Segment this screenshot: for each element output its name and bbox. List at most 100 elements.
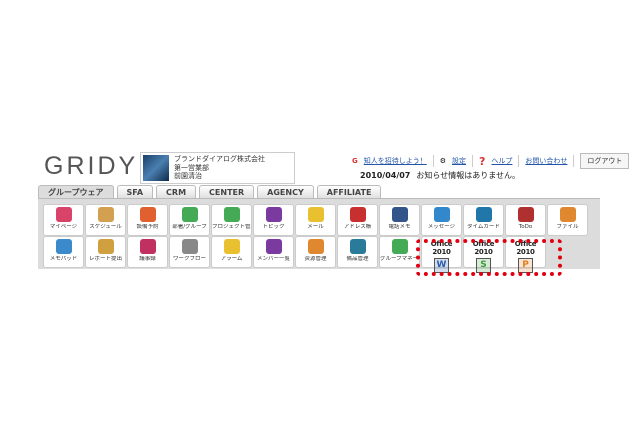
app-button[interactable]: トピック (253, 204, 294, 236)
settings-link[interactable]: 設定 (452, 157, 467, 165)
app-button[interactable]: 設備予約 (127, 204, 168, 236)
resource-icon (307, 239, 324, 254)
office-label: Office 2010 (472, 240, 495, 256)
group-icon (181, 207, 198, 222)
app-button[interactable]: アラーム (211, 236, 252, 268)
todo-icon (517, 207, 534, 222)
invite-link[interactable]: 知人を招待しよう！ (363, 157, 427, 165)
office-label: Office 2010 (430, 240, 453, 256)
app-label: タイムカード (467, 224, 500, 230)
app-button[interactable]: マイページ (43, 204, 84, 236)
gridy-logo[interactable]: GRIDY (44, 152, 139, 180)
minutes-icon (139, 239, 156, 254)
message-icon (433, 207, 450, 222)
tab-5[interactable]: AFFILIATE (316, 185, 382, 199)
app-label: メッセージ (427, 224, 456, 230)
project-icon (223, 207, 240, 222)
notice-date: 2010/04/07 (360, 171, 411, 180)
app-panel: マイページ スケジュール 設備予約 部署/グループプロジェクト管理トピック メール アドレ… (38, 198, 600, 273)
app-label: スケジュール (89, 224, 122, 230)
folder-icon (559, 207, 576, 222)
app-button[interactable]: 議事録 (127, 236, 168, 268)
contact-link[interactable]: お問い合わせ (525, 157, 568, 165)
app-button[interactable]: プロジェクト管理 (211, 204, 252, 236)
office-highlight (416, 239, 562, 276)
app-button[interactable]: 部署/グループ (169, 204, 210, 236)
app-label: アラーム (220, 256, 243, 262)
mail-icon (307, 207, 324, 222)
app-label: 議事録 (139, 256, 156, 262)
settings-icon: ⚙ (439, 157, 447, 165)
company-info: ブランドダイアログ株式会社 第一営業部 前園清治 (140, 152, 295, 184)
app-button[interactable]: ファイル (547, 204, 588, 236)
address-book-icon (349, 207, 366, 222)
app-button[interactable]: 電話メモ (379, 204, 420, 236)
app-button[interactable]: メール (295, 204, 336, 236)
app-button[interactable]: 资源管理 (295, 236, 336, 268)
members-icon (265, 239, 282, 254)
workflow-icon (181, 239, 198, 254)
tab-3[interactable]: CENTER (199, 185, 255, 199)
app-label: メンバー一覧 (256, 256, 290, 262)
notice: 2010/04/07 お知らせ情報はありません。 (360, 170, 520, 181)
tab-0[interactable]: グループウェア (38, 185, 114, 199)
app-label: アドレス帳 (343, 224, 372, 230)
app-label: ワークフロー (172, 256, 206, 262)
app-label: メモパッド (49, 256, 78, 262)
phone-memo-icon (391, 207, 408, 222)
group-manager-icon (391, 239, 408, 254)
divider (432, 155, 434, 167)
word-icon: W (434, 258, 449, 273)
divider (573, 155, 575, 167)
app-button[interactable]: レポート提出 (85, 236, 126, 268)
home-icon (55, 207, 72, 222)
app-label: 電話メモ (388, 224, 411, 230)
app-button[interactable]: 備品管理 (337, 236, 378, 268)
divider (472, 155, 474, 167)
equipment-icon (349, 239, 366, 254)
user-name: 前園清治 (174, 172, 202, 180)
app-label: ToDo (518, 224, 533, 230)
bell-icon (223, 239, 240, 254)
app-button[interactable]: ToDo (505, 204, 546, 236)
app-label: 設備予約 (136, 224, 159, 230)
clock-icon (475, 207, 492, 222)
app-label: ファイル (556, 224, 579, 230)
app-button[interactable]: スケジュール (85, 204, 126, 236)
department: 第一営業部 (174, 163, 209, 172)
app-label: メール (307, 224, 324, 230)
tab-4[interactable]: AGENCY (257, 185, 314, 199)
company-image (143, 155, 169, 181)
app-button[interactable]: メンバー一覧 (253, 236, 294, 268)
app-label: トピック (262, 224, 285, 230)
top-nav: G 知人を招待しよう！ ⚙ 設定 ? ヘルプ お問い合わせ ログアウト (352, 153, 630, 169)
help-icon: ? (479, 154, 486, 168)
app-button[interactable]: タイムカード (463, 204, 504, 236)
app-button[interactable]: アドレス帳 (337, 204, 378, 236)
app-label: マイページ (49, 224, 78, 230)
help-link[interactable]: ヘルプ (491, 157, 513, 165)
logout-button[interactable]: ログアウト (580, 153, 630, 169)
invite-icon: G (352, 157, 358, 165)
app-button[interactable]: メモパッド (43, 236, 84, 268)
divider (518, 155, 520, 167)
app-label: レポート提出 (88, 256, 122, 262)
topic-icon (265, 207, 282, 222)
app-button[interactable]: ワークフロー (169, 236, 210, 268)
app-label: 備品管理 (346, 256, 369, 262)
company-name: ブランドダイアログ株式会社 (174, 155, 265, 163)
app-label: 资源管理 (304, 256, 327, 262)
app-label: 部署/グループ (172, 224, 207, 230)
app-button[interactable]: グループマネージャー (379, 236, 420, 268)
app-button[interactable]: メッセージ (421, 204, 462, 236)
calendar-icon (97, 207, 114, 222)
memo-icon (55, 239, 72, 254)
office-label: Office 2010 (514, 240, 537, 256)
app-label: グループマネージャー (380, 256, 419, 262)
notice-text: お知らせ情報はありません。 (416, 171, 520, 180)
tab-1[interactable]: SFA (116, 185, 154, 199)
tab-2[interactable]: CRM (156, 185, 197, 199)
facility-icon (139, 207, 156, 222)
report-icon (97, 239, 114, 254)
